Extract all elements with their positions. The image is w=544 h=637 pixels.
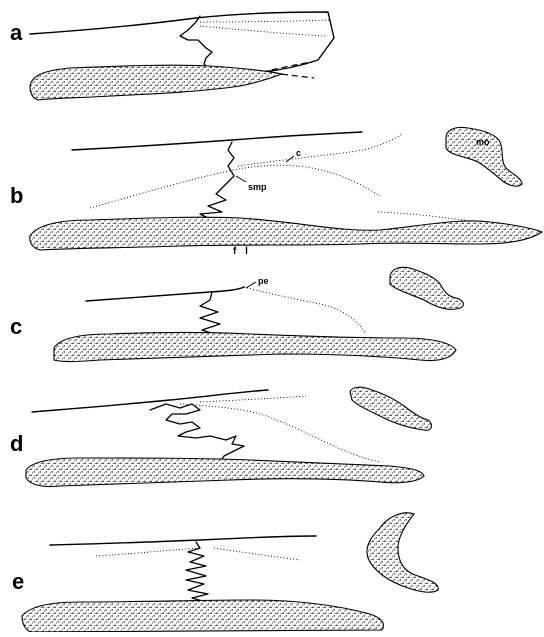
panel-b-label-fl: f l [233, 246, 251, 257]
panel-a-suture [180, 16, 212, 68]
panel-d-dotted-line [180, 404, 380, 462]
panel-d-upper-bone [350, 387, 431, 430]
panel-d: d [10, 387, 431, 486]
panel-a: a [10, 12, 334, 100]
panel-b-label-mo: mo [476, 137, 490, 147]
panel-b-leader-smp [236, 176, 246, 182]
panel-d-dotted-line-2 [200, 396, 306, 402]
panel-c-stippled-bone [54, 333, 456, 362]
panel-b-dotted-lower-line [378, 212, 476, 222]
panel-b-label-smp: smp [248, 182, 267, 192]
panel-e-suture [186, 542, 208, 602]
panel-a-dotted-line-2 [200, 20, 330, 22]
panel-a-dotted-line [200, 26, 326, 36]
panel-d-upper-outline [32, 390, 268, 412]
panel-e-upper-bone [367, 513, 438, 592]
panel-b-suture [200, 142, 234, 222]
panel-d-suture [150, 404, 244, 462]
panel-c-leader-pe [246, 282, 256, 288]
panel-c-dotted-line [244, 287, 366, 334]
panel-c-upper-bone [390, 267, 463, 309]
panel-c-label-pe: pe [258, 276, 269, 286]
panel-e-upper-outline [50, 536, 316, 545]
panel-e-stippled-bone [22, 600, 384, 632]
panel-b: b c smp f l mo [10, 127, 542, 257]
panel-a-stippled-bone [30, 65, 282, 100]
panel-b-label-c: c [296, 148, 301, 158]
panel-a-letter: a [10, 20, 23, 45]
panel-b-letter: b [10, 183, 23, 208]
panel-d-letter: d [10, 431, 23, 456]
panel-c: c pe [10, 267, 463, 361]
panel-e: e [12, 513, 438, 632]
panel-b-dotted-c-line-2 [238, 134, 402, 166]
panel-c-letter: c [10, 314, 22, 339]
panel-b-upper-outline [72, 132, 362, 150]
panel-a-upper-outline [30, 12, 334, 72]
panel-d-stippled-bone [26, 458, 424, 487]
panel-b-stippled-bone [30, 217, 542, 250]
panel-e-letter: e [12, 569, 24, 594]
panel-c-suture [200, 292, 220, 334]
panel-c-upper-outline [86, 287, 244, 301]
panel-e-dotted-line-2 [214, 548, 300, 560]
panel-e-dotted-line [96, 548, 200, 556]
panel-b-dotted-c-line [90, 165, 380, 208]
